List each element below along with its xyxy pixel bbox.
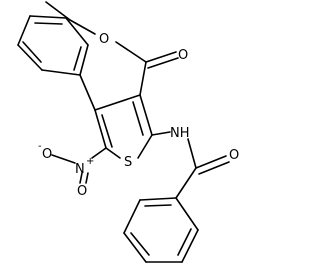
nitro-nitrogen-charge: + [86, 156, 94, 167]
bond-ethyl-ch2-o [69, 19, 96, 35]
bond-bz5-bz6 [181, 229, 199, 263]
bond-bz3-bz4 [123, 232, 147, 263]
bond-ph5-ph6 [65, 17, 89, 46]
nitro-oxygen-left-label: O [42, 147, 52, 162]
bond-ph2-ph3 [17, 44, 43, 71]
bond-c5-n [91, 147, 107, 159]
nitro-nitrogen-label: N [75, 162, 85, 177]
bond-ph3-ph4 [17, 15, 31, 46]
bond-ph2-ph3-inner [22, 41, 42, 63]
molecule-canvas: O O S NH O N + - O O [17, 1, 239, 263]
bond-nh-amide-c [187, 138, 197, 169]
bond-ph6-ph1-inner [73, 46, 82, 71]
bond-carbonyl-o-double-b [147, 57, 179, 69]
nitro-oxygen-left-charge: - [38, 141, 42, 152]
bond-n-o-left [51, 154, 76, 164]
bond-ethyl-ch3 [45, 1, 71, 21]
bond-ph6-ph1 [79, 44, 89, 76]
bond-carbonyl-o-double-a [145, 51, 177, 63]
bond-c4-c5-inner [101, 114, 113, 148]
bond-bz1-bz2-inner [144, 204, 172, 207]
bond-c2-nh [151, 131, 171, 136]
bond-amide-c-o-a [195, 155, 227, 169]
amide-oxygen-label: O [229, 148, 239, 163]
bond-c3-c4 [94, 94, 141, 111]
bond-s-c2 [137, 134, 153, 159]
structure-diagram: O O S NH O N + - O O [17, 1, 239, 263]
bond-c4-phenyl [79, 74, 96, 111]
bond-amide-c-phenyl [175, 167, 197, 199]
bond-n-o-down-a [79, 172, 83, 184]
nitro-oxygen-down-label: O [77, 184, 87, 199]
bond-bz1-bz2 [139, 197, 177, 201]
ring-sulfur-label: S [124, 155, 132, 170]
bond-c3-c2-inner [132, 101, 144, 136]
ester-oxygen-double-label: O [178, 48, 188, 63]
bond-o-carbonyl [115, 41, 147, 63]
ester-oxygen-single-label: O [99, 32, 109, 47]
bond-amide-c-o-b [198, 161, 230, 175]
bond-bz2-bz3 [123, 199, 141, 234]
bond-carbonyl-c3 [139, 61, 147, 96]
bond-bz6-bz1 [175, 197, 199, 231]
bond-ph1-ph2 [41, 69, 81, 76]
bond-c3-c2 [139, 94, 153, 136]
bond-n-o-down-b [85, 172, 89, 184]
bond-c4-c5 [94, 109, 107, 149]
bond-bz3-bz4-inner [130, 232, 150, 256]
bond-ph4-ph5 [29, 15, 67, 19]
bond-c5-s [105, 147, 121, 159]
bond-bz5-bz6-inner [177, 228, 192, 256]
bond-ph4-ph5-inner [34, 22, 63, 25]
amide-nh-label: NH [170, 126, 190, 141]
